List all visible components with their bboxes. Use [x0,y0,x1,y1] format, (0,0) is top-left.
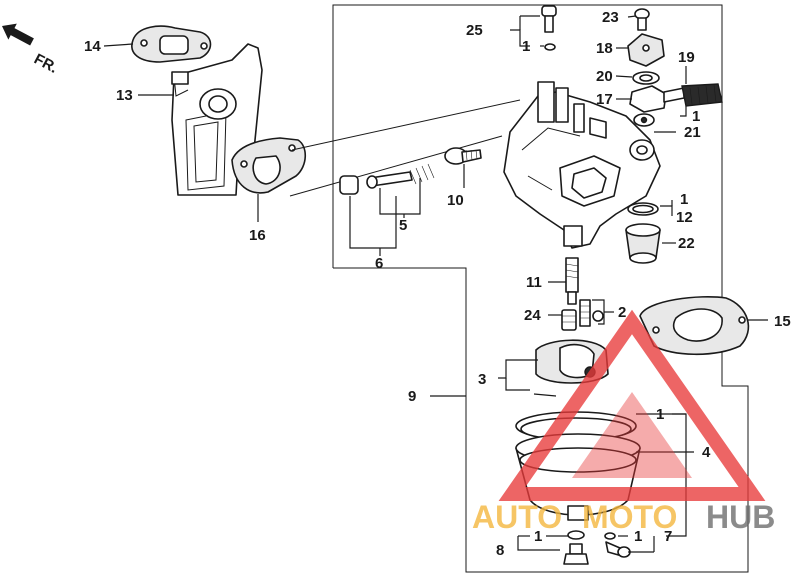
label-1-b: 1 [692,108,700,125]
label-15: 15 [774,313,791,330]
part-11-jet [565,257,579,305]
label-16: 16 [249,227,266,244]
part-19-grip [681,83,723,107]
label-3: 3 [478,371,486,388]
label-23: 23 [602,9,619,26]
label-9: 9 [408,388,416,405]
part-1-washer-top [544,43,556,51]
label-1-c: 1 [680,191,688,208]
label-8: 8 [496,542,504,559]
part-7-screw [605,541,631,558]
label-25: 25 [466,22,483,39]
label-12: 12 [676,209,693,226]
label-7: 7 [664,528,672,545]
label-17: 17 [596,91,613,108]
part-23-screw [634,8,650,31]
label-21: 21 [684,124,701,141]
part-22-cup [625,223,661,264]
part-25-screw [541,5,557,33]
label-1-e: 1 [534,528,542,545]
carburetor-body [503,81,661,249]
part-16-gasket [231,137,307,194]
label-19: 19 [678,49,695,66]
part-15-gasket [639,296,750,356]
direction-label: FR. [31,51,60,77]
part-14-gasket [131,25,212,63]
label-4: 4 [702,444,711,461]
label-1-a: 1 [522,38,530,55]
front-direction-arrow-icon [2,23,34,46]
watermark-logo: AUTO MOTO HUB [472,309,775,535]
label-14: 14 [84,38,101,55]
part-labels: 14 13 16 25 1 23 18 20 17 19 1 21 10 5 6… [84,9,791,559]
part-17-lever [629,85,685,113]
part-2-screw [579,299,591,327]
label-5: 5 [399,217,407,234]
leader-lines [103,15,768,553]
label-22: 22 [678,235,695,252]
label-20: 20 [596,68,613,85]
part-24-nozzle [561,309,577,331]
label-10: 10 [447,192,464,209]
part-8-bolt [563,543,589,565]
watermark-text-1: AUTO [472,499,562,535]
label-1-d: 1 [656,406,664,423]
label-1-f: 1 [634,528,642,545]
label-13: 13 [116,87,133,104]
watermark-text-3: HUB [706,499,775,535]
label-18: 18 [596,40,613,57]
assembly-outline [332,4,749,573]
part-1-washer-7 [604,532,616,540]
label-11: 11 [526,274,542,291]
part-10-screw [444,147,482,165]
watermark-text-2: MOTO [582,499,677,535]
part-1-washer-8 [567,530,585,540]
part-5-pilot-screw [339,163,435,195]
label-2: 2 [618,304,626,321]
label-24: 24 [524,307,541,324]
label-6: 6 [375,255,383,272]
